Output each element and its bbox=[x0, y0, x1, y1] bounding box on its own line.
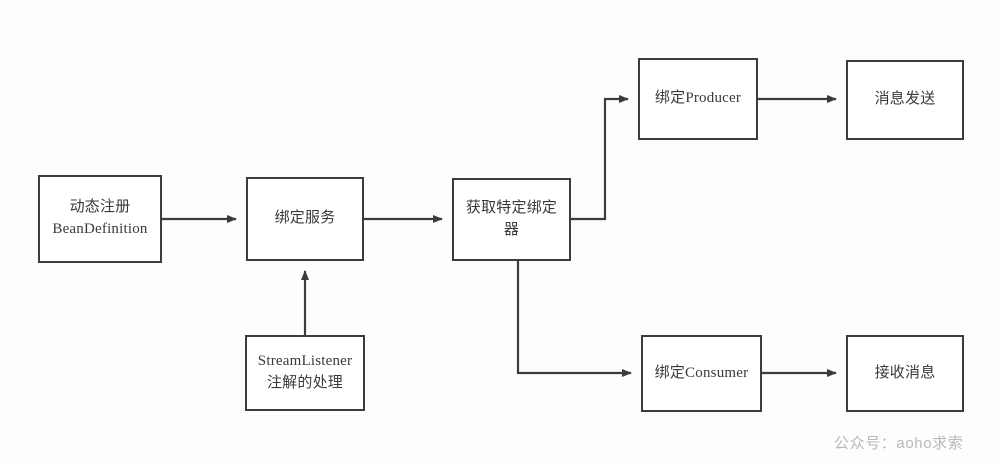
node-label: StreamListener 注解的处理 bbox=[257, 353, 353, 391]
node-binding-service[interactable]: 绑定服务 bbox=[246, 177, 364, 261]
node-send-message[interactable]: 消息发送 bbox=[846, 60, 964, 140]
node-label: 获取特定绑定 器 bbox=[465, 199, 558, 238]
node-label: 接收消息 bbox=[874, 364, 936, 381]
node-label: 绑定Consumer bbox=[654, 364, 749, 381]
edge-binder-to-consumer bbox=[516, 261, 632, 377]
node-dynamic-register[interactable]: 动态注册 BeanDefinition bbox=[38, 175, 162, 263]
node-get-binder[interactable]: 获取特定绑定 器 bbox=[452, 178, 571, 261]
node-bind-producer[interactable]: 绑定Producer bbox=[638, 58, 758, 140]
node-label: 消息发送 bbox=[874, 91, 936, 108]
node-stream-listener[interactable]: StreamListener 注解的处理 bbox=[245, 335, 365, 411]
edge-binder-to-producer bbox=[571, 95, 629, 221]
node-label: 动态注册 BeanDefinition bbox=[52, 199, 148, 237]
watermark-text: 公众号：aoho求索 bbox=[834, 435, 964, 452]
node-label: 绑定服务 bbox=[274, 210, 336, 227]
node-receive-message[interactable]: 接收消息 bbox=[846, 335, 964, 412]
node-label: 绑定Producer bbox=[654, 90, 742, 107]
node-bind-consumer[interactable]: 绑定Consumer bbox=[641, 335, 762, 412]
